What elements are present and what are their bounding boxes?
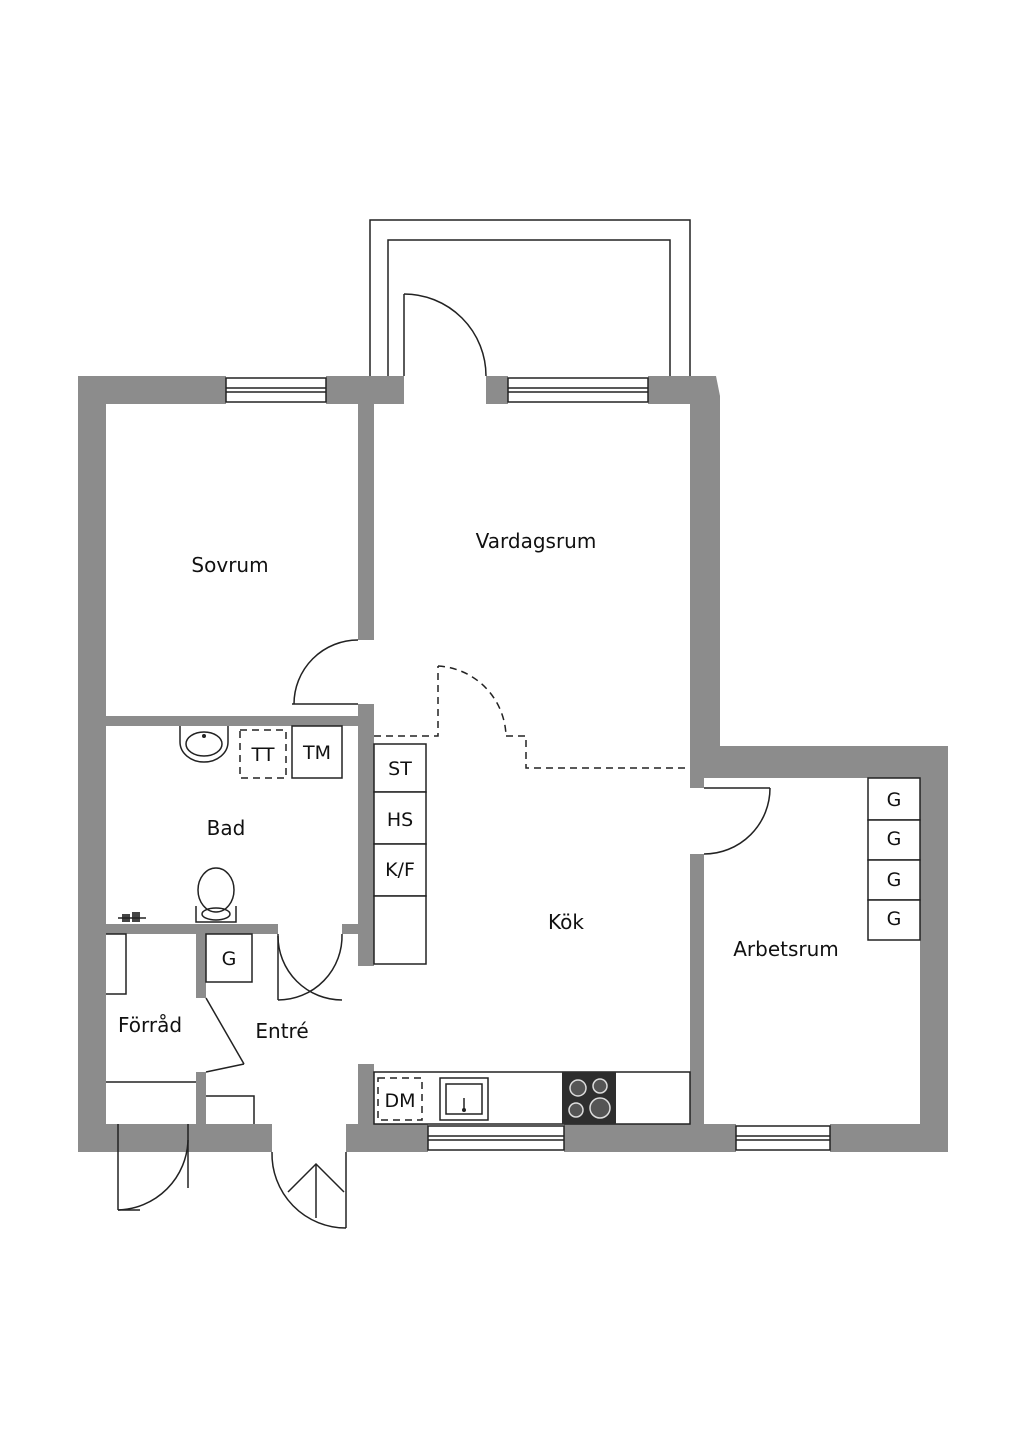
storage-fixtures xyxy=(106,933,255,1124)
door-forrad xyxy=(205,997,245,1073)
balcony xyxy=(369,219,691,376)
dashed-outlines xyxy=(374,665,690,769)
label-st: ST xyxy=(388,758,412,780)
room-label-vardagsrum: Vardagsrum xyxy=(476,529,597,553)
label-g-2: G xyxy=(887,828,902,850)
wardrobes xyxy=(867,777,921,941)
room-label-sovrum: Sovrum xyxy=(191,553,268,577)
doors xyxy=(117,293,771,1229)
door-entrance xyxy=(271,1151,347,1229)
room-label-arbetsrum: Arbetsrum xyxy=(733,937,839,961)
faucet-icon xyxy=(118,912,146,922)
washbasin-icon xyxy=(179,726,229,763)
stove-icon xyxy=(562,1072,616,1124)
room-label-forrad: Förråd xyxy=(118,1013,182,1037)
door-arbetsrum xyxy=(703,787,771,855)
label-g-4: G xyxy=(887,908,902,930)
door-balcony xyxy=(403,293,487,377)
window-arbetsrum xyxy=(735,1125,831,1151)
door-bad xyxy=(277,933,343,1001)
window-kok xyxy=(427,1125,565,1151)
label-kf: K/F xyxy=(385,859,415,881)
label-tumble-dryer: TT xyxy=(251,744,275,766)
exterior-walls xyxy=(78,376,948,1152)
kitchen-cabinets xyxy=(373,743,427,965)
room-label-bad: Bad xyxy=(207,816,246,840)
bathroom-fixtures xyxy=(118,725,343,923)
sink-icon xyxy=(439,1077,489,1121)
label-dm: DM xyxy=(384,1090,415,1112)
door-sovrum xyxy=(292,639,359,705)
windows xyxy=(225,377,831,1151)
room-label-entre: Entré xyxy=(255,1019,308,1043)
window-vardagsrum xyxy=(507,377,649,403)
room-label-kok: Kök xyxy=(548,910,584,934)
interior-walls xyxy=(106,404,704,1124)
window-sovrum xyxy=(225,377,327,403)
label-g-3: G xyxy=(887,869,902,891)
label-hs: HS xyxy=(387,809,413,831)
label-washing-machine: TM xyxy=(302,742,331,764)
entrance-arrow-icon xyxy=(287,1162,345,1218)
toilet-icon xyxy=(195,867,237,923)
door-outside-storage xyxy=(117,1124,189,1211)
label-g-1: G xyxy=(887,789,902,811)
kitchen-counter xyxy=(373,1071,691,1125)
label-g-entre: G xyxy=(222,948,237,970)
